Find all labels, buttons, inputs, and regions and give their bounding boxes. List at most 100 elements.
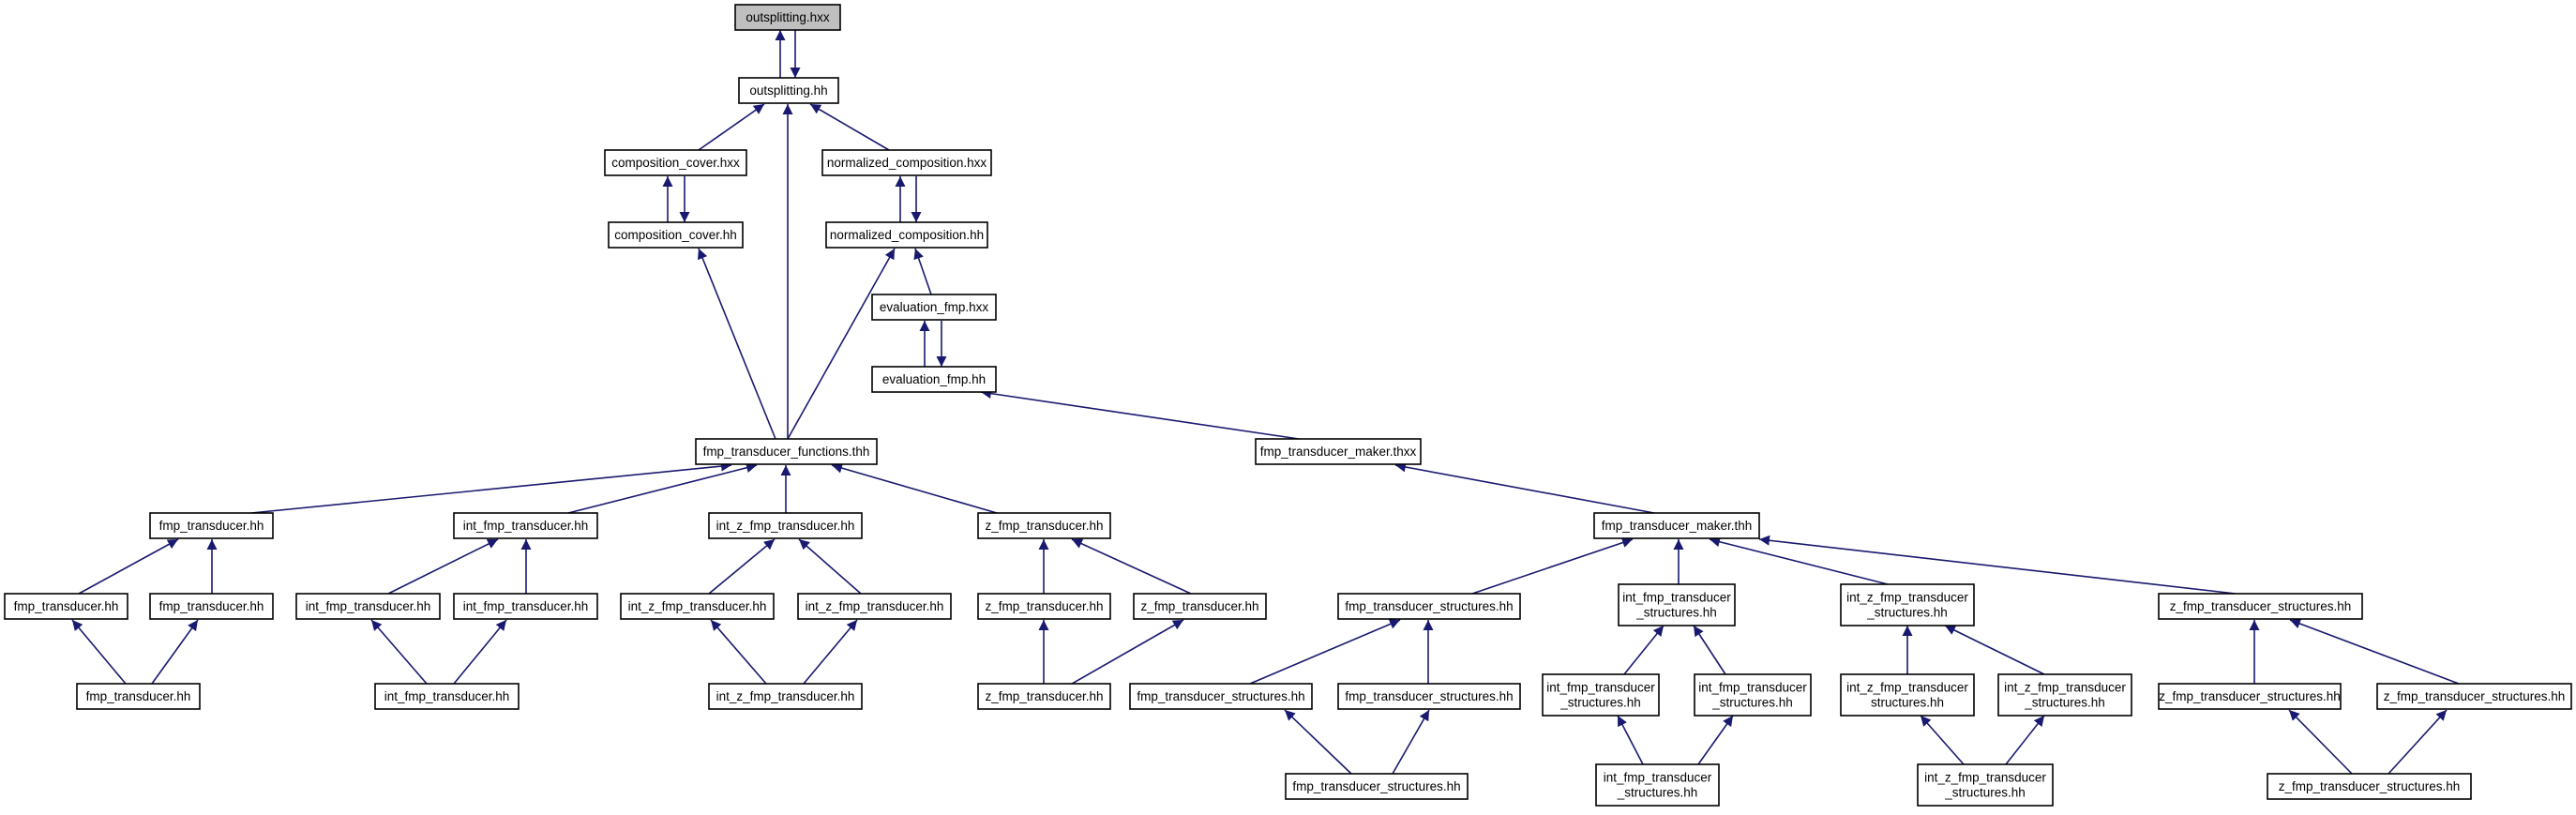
edge-n27-to-n15 [1758, 535, 2237, 595]
edge-n29-to-n18 [370, 619, 428, 685]
graph-node[interactable]: evaluation_fmp.hh [871, 366, 997, 393]
graph-node[interactable]: int_fmp_transducer.hh [453, 593, 598, 620]
graph-node[interactable]: composition_cover.hxx [604, 149, 747, 176]
graph-node[interactable]: fmp_transducer.hh [4, 593, 128, 620]
node-box [871, 366, 997, 393]
node-label: int_fmp_transducer.hh [463, 599, 589, 613]
graph-node[interactable]: int_fmp_transducer_structures.hh [1595, 763, 1720, 807]
graph-node[interactable]: z_fmp_transducer.hh [977, 593, 1111, 620]
node-label: outsplitting.hxx [746, 10, 830, 24]
graph-node[interactable]: fmp_transducer_structures.hh [1129, 683, 1313, 710]
graph-node[interactable]: normalized_composition.hh [825, 221, 988, 249]
edge-n41-to-n35 [1697, 715, 1734, 765]
node-label: z_fmp_transducer_structures.hh [2159, 689, 2341, 703]
graph-node[interactable]: int_z_fmp_transducer_structures.hh [1840, 583, 1975, 626]
node-box [977, 683, 1111, 710]
edge-n16-to-n11 [78, 538, 179, 595]
graph-node[interactable]: int_z_fmp_transducer_structures.hh [1917, 763, 2054, 807]
node-label: outsplitting.hh [749, 83, 827, 98]
node-box [604, 149, 747, 176]
graph-node[interactable]: z_fmp_transducer_structures.hh [2376, 683, 2572, 710]
graph-node[interactable]: int_fmp_transducer.hh [453, 512, 598, 539]
node-box [797, 593, 952, 620]
node-label: fmp_transducer_functions.thh [703, 445, 870, 459]
edge-n23-to-n14 [1071, 538, 1192, 595]
graph-node[interactable]: int_z_fmp_transducer.hh [708, 512, 863, 539]
graph-node[interactable]: z_fmp_transducer_structures.hh [2158, 683, 2342, 710]
node-label: z_fmp_transducer.hh [985, 599, 1103, 613]
node-label: fmp_transducer_structures.hh [1345, 599, 1513, 613]
node-label: fmp_transducer_structures.hh [1137, 689, 1304, 703]
node-label: _structures.hh [1866, 606, 1948, 620]
graph-node[interactable]: z_fmp_transducer.hh [977, 512, 1111, 539]
graph-node[interactable]: int_fmp_transducer_structures.hh [1542, 673, 1660, 717]
node-box [1595, 763, 1720, 807]
edge-n3-to-n2 [698, 103, 765, 151]
graph-node[interactable]: normalized_composition.hxx [821, 149, 992, 176]
graph-node[interactable]: z_fmp_transducer_structures.hh [2158, 593, 2363, 620]
node-box [2158, 683, 2342, 710]
graph-node[interactable]: fmp_transducer_structures.hh [1337, 593, 1521, 620]
edge-n20-to-n13 [708, 538, 776, 595]
graph-node[interactable]: int_z_fmp_transducer.hh [708, 683, 863, 710]
edge-n40-to-n32 [1284, 709, 1352, 775]
node-label: _structures.hh [1711, 696, 1793, 710]
graph-node[interactable]: outsplitting.hh [738, 77, 839, 104]
graph-node[interactable]: fmp_transducer.hh [149, 593, 274, 620]
node-box [453, 512, 598, 539]
node-box [977, 593, 1111, 620]
graph-node[interactable]: z_fmp_transducer.hh [977, 683, 1111, 710]
graph-node[interactable]: int_fmp_transducer.hh [295, 593, 441, 620]
edge-n11-to-n9 [250, 460, 732, 514]
graph-node[interactable]: fmp_transducer_structures.hh [1337, 683, 1521, 710]
node-label: _structures.hh [2024, 696, 2105, 710]
graph-node[interactable]: fmp_transducer_maker.thxx [1255, 438, 1422, 465]
root-node: outsplitting.hxx [734, 4, 841, 31]
node-box [149, 593, 274, 620]
graph-node[interactable]: fmp_transducer_structures.hh [1285, 773, 1469, 800]
node-box [608, 221, 744, 249]
node-label: fmp_transducer.hh [86, 689, 191, 703]
edge-n29-to-n19 [453, 619, 507, 685]
graph-node[interactable]: int_fmp_transducer.hh [374, 683, 520, 710]
edge-n14-to-n9 [831, 462, 998, 514]
graph-node[interactable]: int_fmp_transducer_structures.hh [1618, 583, 1736, 626]
node-box [708, 512, 863, 539]
edge-n4-to-n2 [809, 103, 890, 151]
graph-node[interactable]: fmp_transducer_functions.thh [695, 438, 878, 465]
node-label: int_z_fmp_transducer [1846, 681, 1968, 695]
edge-n41-to-n34 [1617, 715, 1644, 765]
graph-node[interactable]: composition_cover.hh [608, 221, 744, 249]
edge-n10-to-n8 [980, 388, 1300, 440]
graph-node[interactable]: int_z_fmp_transducer.hh [620, 593, 775, 620]
node-label: int_fmp_transducer [1698, 681, 1807, 695]
edge-layer [71, 30, 2460, 775]
graph-node[interactable]: z_fmp_transducer_structures.hh [2267, 773, 2472, 800]
edge-n43-to-n39 [2388, 709, 2448, 775]
graph-node[interactable]: evaluation_fmp.hxx [871, 294, 997, 321]
node-box [1840, 583, 1975, 626]
graph-node[interactable]: fmp_transducer.hh [76, 683, 201, 710]
graph-node[interactable]: z_fmp_transducer.hh [1133, 593, 1267, 620]
node-label: int_fmp_transducer.hh [463, 519, 589, 533]
graph-node[interactable]: int_fmp_transducer_structures.hh [1694, 673, 1812, 717]
node-label: _structures.hh [1635, 606, 1717, 620]
node-box [1917, 763, 2054, 807]
graph-node[interactable]: fmp_transducer_maker.thh [1593, 512, 1760, 539]
node-layer: outsplitting.hxx outsplitting.hh compositi… [4, 4, 2572, 807]
node-label: int_z_fmp_transducer.hh [628, 599, 767, 613]
edge-n43-to-n38 [2288, 709, 2353, 775]
edge-n30-to-n20 [710, 619, 767, 685]
edge-n37-to-n26 [1944, 625, 2045, 675]
graph-node[interactable]: int_z_fmp_transducer_structures.hh [1997, 673, 2132, 717]
edge-n35-to-n25 [1693, 625, 1726, 675]
node-label: int_z_fmp_transducer [1924, 771, 2046, 785]
node-label: _structures.hh [1559, 696, 1641, 710]
node-label: int_fmp_transducer [1604, 771, 1712, 785]
edge-n39-to-n27 [2289, 618, 2460, 685]
node-label: normalized_composition.hh [830, 228, 984, 242]
graph-node[interactable]: fmp_transducer.hh [149, 512, 274, 539]
graph-node[interactable]: int_z_fmp_transducer.hh [797, 593, 952, 620]
node-label: int_z_fmp_transducer.hh [806, 599, 944, 613]
